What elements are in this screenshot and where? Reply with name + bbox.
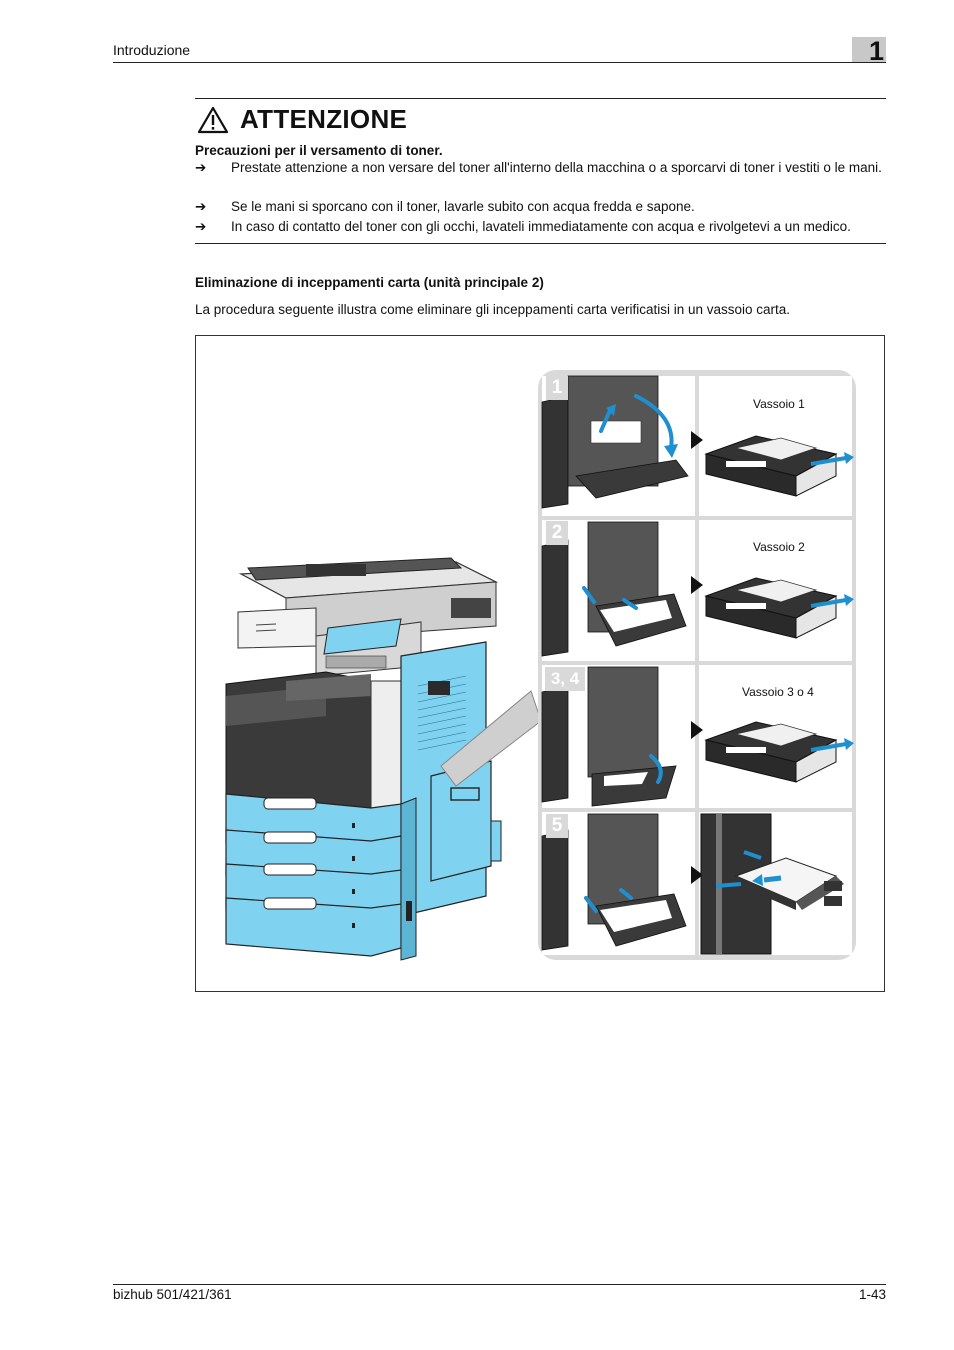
section-intro: La procedura seguente illustra come elim… <box>195 302 791 317</box>
footer-rule <box>113 1284 886 1285</box>
chapter-badge <box>852 37 886 63</box>
section-title: Eliminazione di inceppamenti carta (unit… <box>195 275 544 290</box>
warning-item: In caso di contatto del toner con gli oc… <box>231 219 851 234</box>
step-label: 3, 4 <box>545 667 585 691</box>
warning-title: ATTENZIONE <box>240 104 408 134</box>
warning-bottom-rule <box>195 243 886 244</box>
bullet-arrow: ➔ <box>195 160 207 175</box>
footer-model: bizhub 501/421/361 <box>113 1287 232 1302</box>
running-header: Introduzione <box>113 42 191 58</box>
header-rule <box>113 62 886 63</box>
footer-page-number: 1-43 <box>858 1287 886 1302</box>
tray-label: Vassoio 2 <box>753 540 805 554</box>
tray-label: Vassoio 1 <box>753 397 805 411</box>
step-label: 5 <box>546 814 568 838</box>
warning-item: Se le mani si sporcano con il toner, lav… <box>231 199 695 214</box>
warning-triangle-icon <box>197 106 229 134</box>
bullet-arrow: ➔ <box>195 219 207 234</box>
jam-removal-figure: 1 2 3, 4 5 Vassoio 1 Vassoio 2 Vassoio 3… <box>195 335 885 992</box>
warning-item: Prestate attenzione a non versare del to… <box>231 160 882 175</box>
figure-illustration <box>225 370 856 961</box>
warning-subtitle: Precauzioni per il versamento di toner. <box>195 143 443 158</box>
step-panels <box>538 370 856 960</box>
copier-illustration <box>225 557 542 961</box>
chapter-number: 1 <box>868 36 884 66</box>
tray-label: Vassoio 3 o 4 <box>742 685 814 699</box>
step-label: 1 <box>546 376 568 400</box>
step-label: 2 <box>546 521 568 545</box>
warning-top-rule <box>195 98 886 99</box>
bullet-arrow: ➔ <box>195 199 207 214</box>
